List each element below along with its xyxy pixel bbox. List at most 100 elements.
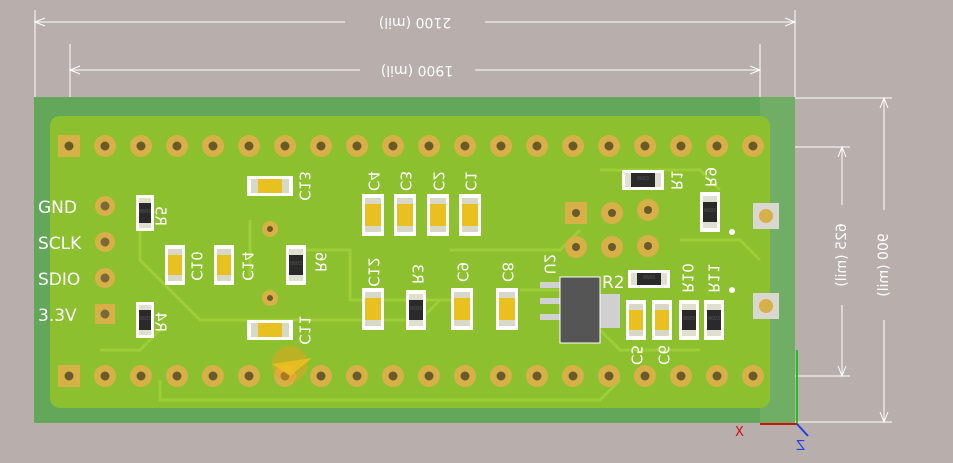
label-c14: C14: [239, 251, 257, 281]
pad-hole: [532, 371, 542, 381]
pad-hole: [208, 141, 218, 151]
label-r2: R2: [602, 273, 625, 293]
label-u2: U2: [541, 254, 559, 275]
pad-hole: [136, 371, 146, 381]
mounting-pads-right: [729, 203, 779, 319]
label-c6: C6: [655, 345, 673, 365]
dimension-right-inner: 625 (mil): [834, 223, 850, 287]
label-r1: R1: [668, 170, 686, 190]
pin-label-3v3: 3.3V: [38, 306, 77, 326]
resistor-r11[interactable]: [704, 300, 724, 340]
pad-hole: [604, 141, 614, 151]
label-c2: C2: [430, 171, 448, 191]
pad-hole: [712, 141, 722, 151]
capacitor-c8[interactable]: [496, 288, 518, 330]
axis-label-x: X: [735, 425, 744, 440]
label-r10: R10: [679, 263, 697, 293]
capacitor-c12[interactable]: [362, 288, 384, 330]
pad-hole: [280, 141, 290, 151]
pad-hole: [424, 141, 434, 151]
dimension-annotations: [33, 10, 892, 424]
pad-hole: [316, 371, 326, 381]
capacitor-c10[interactable]: [165, 245, 185, 285]
pad-hole: [568, 141, 578, 151]
via: [267, 295, 273, 301]
label-r6: R6: [312, 252, 330, 272]
capacitor-c4[interactable]: [362, 194, 384, 236]
capacitor-c13[interactable]: [247, 176, 293, 196]
pad-hole: [496, 141, 506, 151]
pad-hole: [460, 371, 470, 381]
label-c9: C9: [454, 262, 472, 282]
pick-marker: [272, 346, 312, 382]
dimension-top-outer: 2100 (mil): [379, 14, 451, 30]
label-r4: R4: [152, 312, 170, 332]
label-c13: C13: [296, 171, 314, 201]
pad-hole: [172, 371, 182, 381]
pad-hole: [64, 141, 74, 151]
resistor-r5[interactable]: [136, 195, 154, 231]
label-c4: C4: [365, 171, 383, 191]
dimension-right-outer: 900 (mil): [876, 233, 892, 297]
label-r3: R3: [409, 264, 427, 284]
pad-hole: [244, 141, 254, 151]
part-code-mark: 0603: [683, 316, 695, 322]
capacitor-c3[interactable]: [394, 194, 416, 236]
pin-label-sdio: SDIO: [38, 270, 80, 290]
pad-hole: [352, 371, 362, 381]
part-code-mark: 0603: [290, 261, 302, 267]
dimension-top-inner: 1900 (mil): [381, 62, 453, 78]
part-code-mark: 0603: [139, 209, 151, 215]
regulator-u2[interactable]: [540, 276, 620, 344]
pad-hole: [172, 141, 182, 151]
label-c1: C1: [462, 171, 480, 191]
pad-hole: [424, 371, 434, 381]
capacitor-c11[interactable]: [247, 320, 293, 340]
capacitor-c9[interactable]: [451, 288, 473, 330]
resistor-r3[interactable]: [406, 290, 426, 330]
label-r11: R11: [705, 263, 723, 293]
label-c11: C11: [296, 315, 314, 345]
pad-hole: [136, 141, 146, 151]
label-c8: C8: [499, 262, 517, 282]
pad-hole: [604, 371, 614, 381]
via: [267, 226, 273, 232]
label-r5: R5: [152, 206, 170, 226]
capacitor-c1[interactable]: [459, 194, 481, 236]
capacitor-c14[interactable]: [214, 245, 234, 285]
capacitor-c2[interactable]: [427, 194, 449, 236]
part-code-mark: 0603: [643, 275, 655, 281]
capacitor-c5[interactable]: [626, 300, 646, 340]
resistor-r4[interactable]: [136, 302, 154, 338]
pad-hole: [712, 371, 722, 381]
capacitor-c6[interactable]: [652, 300, 672, 340]
pad-hole: [748, 141, 758, 151]
label-c10: C10: [188, 251, 206, 281]
pad-hole: [496, 371, 506, 381]
resistor-r2[interactable]: [628, 270, 670, 288]
pad-hole: [532, 141, 542, 151]
pad-hole: [352, 141, 362, 151]
pad-hole: [568, 371, 578, 381]
resistor-r1[interactable]: [622, 170, 664, 190]
pin-label-gnd: GND: [38, 198, 77, 218]
resistor-r9[interactable]: [700, 192, 720, 232]
pad-hole: [460, 141, 470, 151]
resistor-r6[interactable]: [286, 245, 306, 285]
pad-hole: [640, 141, 650, 151]
axis-gizmo: [760, 350, 809, 437]
resistor-r10[interactable]: [679, 300, 699, 340]
pad-hole: [388, 141, 398, 151]
part-code-mark: 0603: [704, 208, 716, 214]
part-code-mark: 0603: [708, 316, 720, 322]
part-code-mark: 0603: [139, 316, 151, 322]
pad-hole: [100, 141, 110, 151]
label-c12: C12: [365, 257, 383, 287]
pad-hole: [748, 371, 758, 381]
pad-hole: [388, 371, 398, 381]
label-c5: C5: [628, 345, 646, 365]
pad-hole: [316, 141, 326, 151]
pad-hole: [676, 371, 686, 381]
left-connector: [95, 196, 115, 324]
